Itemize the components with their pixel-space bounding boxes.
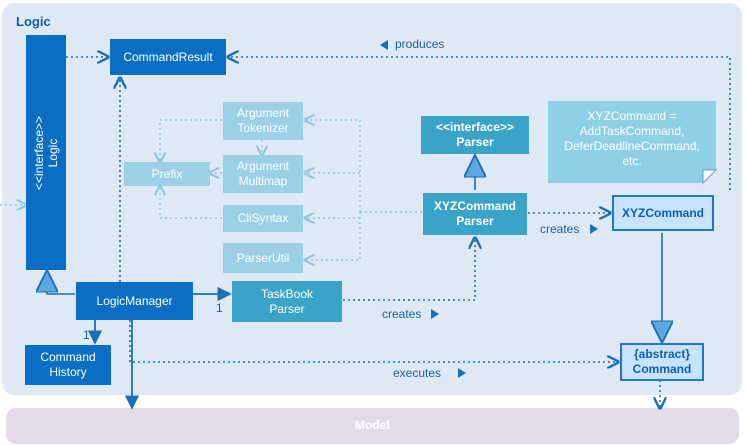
argument-tokenizer-box: Argument Tokenizer — [223, 102, 303, 140]
xyz-command-note: XYZCommand = AddTaskCommand, DeferDeadli… — [564, 109, 700, 168]
argument-multimap-box: Argument Multimap — [223, 155, 303, 193]
parser-multiplicity: 1 — [216, 301, 223, 315]
history-multiplicity: 1 — [83, 328, 90, 342]
logic-interface-label: <<interface>> Logic — [32, 115, 60, 190]
logic-title: Logic — [16, 14, 51, 29]
cli-syntax-box: CliSyntax — [223, 205, 303, 232]
produces-label: produces — [395, 37, 445, 51]
prefix-box: Prefix — [124, 162, 210, 186]
command-result-box: CommandResult — [110, 39, 226, 75]
note-fold — [702, 169, 718, 185]
logic-manager-box: LogicManager — [76, 282, 193, 320]
xyz-command-parser-box: XYZCommand Parser — [423, 193, 527, 235]
executes-label: executes — [393, 366, 442, 380]
inheritance — [47, 155, 662, 343]
associations — [87, 286, 232, 410]
helper-connections — [0, 120, 423, 260]
abstract-command-box: {abstract} Command — [620, 343, 704, 381]
dependencies — [66, 57, 731, 408]
parser-util-box: ParserUtil — [223, 243, 303, 273]
creates-arrow-icon — [431, 309, 439, 319]
parser-interface-box: <<interface>> Parser — [421, 116, 529, 154]
xyz-command-box: XYZCommand — [612, 195, 714, 231]
command-history-box: Command History — [25, 345, 111, 385]
logic-interface-box: <<interface>> Logic — [26, 35, 66, 270]
note-shape — [548, 101, 716, 183]
model-title: Model — [355, 418, 390, 432]
executes-arrow-icon — [458, 368, 466, 378]
model-panel — [6, 408, 739, 444]
creates-arrow-icon — [590, 224, 598, 234]
creates-label-bottom: creates — [382, 307, 422, 321]
taskbook-parser-box: TaskBook Parser — [232, 281, 342, 322]
produces-arrow-icon — [380, 40, 388, 50]
creates-label-top: creates — [540, 222, 580, 236]
